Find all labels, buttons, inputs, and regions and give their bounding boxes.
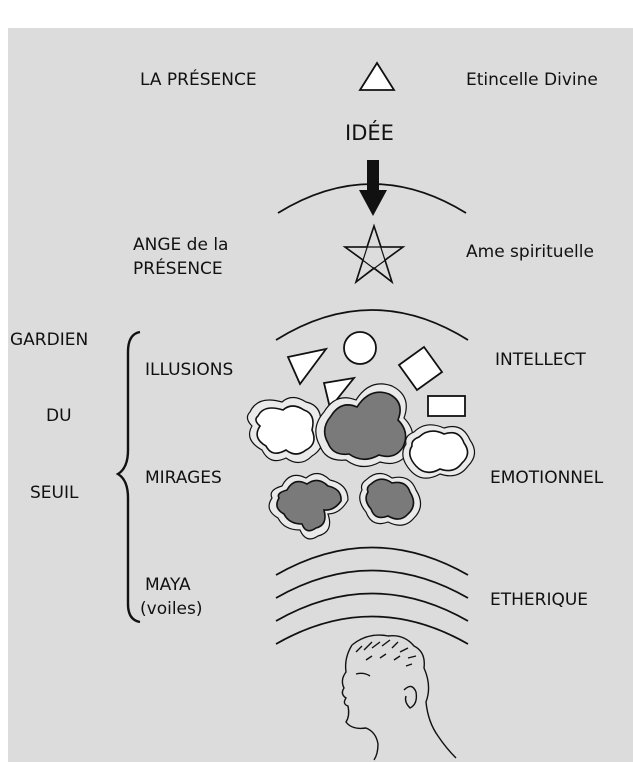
triangle-shape bbox=[288, 349, 326, 384]
mirages-label: MIRAGES bbox=[145, 468, 222, 489]
idea-label: IDÉE bbox=[345, 120, 394, 146]
etheric-arcs bbox=[276, 548, 468, 645]
down-arrow-icon bbox=[359, 160, 387, 216]
square-shape bbox=[399, 347, 442, 390]
intellect-label: INTELLECT bbox=[495, 350, 586, 371]
triangle-icon bbox=[360, 63, 394, 90]
blob-dark-lower-right bbox=[360, 473, 421, 525]
human-head-illustration bbox=[342, 635, 456, 760]
angel-label-line1: ANGE de la bbox=[133, 235, 228, 256]
blob-white-right bbox=[403, 425, 475, 478]
brace bbox=[118, 332, 140, 622]
etheric-label: ETHERIQUE bbox=[490, 590, 588, 611]
divine-spark-label: Etincelle Divine bbox=[466, 70, 598, 91]
blob-white-left bbox=[247, 398, 322, 463]
maya-label-line2: (voiles) bbox=[140, 599, 203, 620]
presence-label: LA PRÉSENCE bbox=[140, 70, 257, 91]
rectangle-shape bbox=[428, 396, 465, 416]
guardian-label-line2: DU bbox=[46, 406, 72, 427]
blob-dark-lower-left bbox=[269, 473, 348, 538]
circle-shape bbox=[344, 332, 376, 364]
star-inner-pentagram bbox=[345, 226, 403, 282]
maya-label-line1: MAYA bbox=[145, 575, 191, 596]
guardian-label-line3: SEUIL bbox=[30, 483, 78, 504]
emotional-label: EMOTIONNEL bbox=[490, 468, 603, 489]
angel-label-line2: PRÉSENCE bbox=[133, 259, 223, 280]
guardian-label-line1: GARDIEN bbox=[10, 330, 88, 351]
spiritual-soul-label: Ame spirituelle bbox=[466, 242, 594, 263]
illusions-label: ILLUSIONS bbox=[145, 360, 233, 381]
mental-arc bbox=[276, 310, 468, 340]
